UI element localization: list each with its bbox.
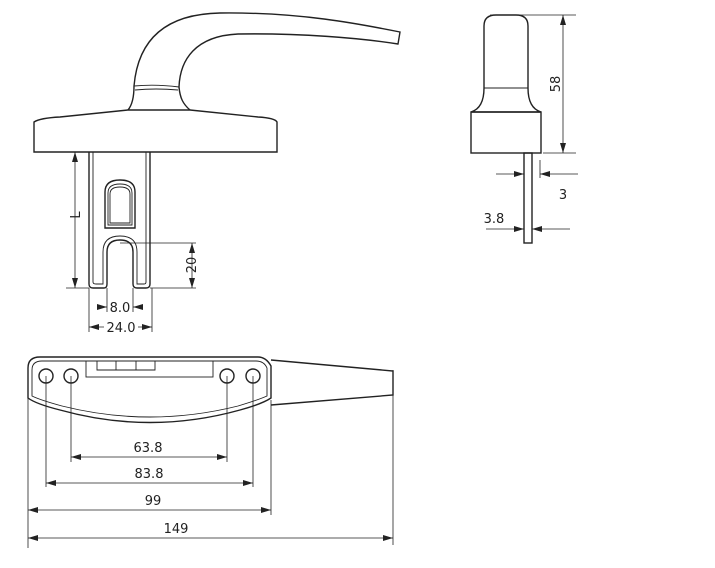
collar-flare	[470, 87, 542, 113]
handle-cap	[483, 14, 529, 88]
tab-segments	[96, 361, 156, 371]
keyhole-inner	[107, 183, 133, 226]
dim-label-slot-depth: 20	[185, 257, 200, 274]
dim-label-slot-width: 8.0	[110, 301, 131, 316]
dim-label-total-length: 149	[164, 522, 189, 537]
tab-plate	[85, 360, 214, 378]
front-view: L 20 8.0 24.0	[33, 12, 401, 336]
dim-label-length: L	[69, 211, 84, 219]
dim-label-outer-holes: 83.8	[135, 467, 164, 482]
spindle-outer	[88, 152, 151, 289]
collar-line	[133, 84, 180, 91]
base-body	[470, 111, 542, 154]
dim-label-base-length: 99	[145, 494, 162, 509]
base-outline	[27, 356, 272, 424]
base-plate	[33, 109, 278, 153]
base-inner-outline	[31, 360, 268, 418]
dim-label-height: 58	[549, 76, 564, 93]
side-view: 58 3 3.8	[470, 14, 578, 244]
keyhole-outer	[104, 179, 136, 229]
lever-outline	[127, 12, 401, 111]
dim-label-spindle: 3	[559, 188, 567, 203]
spindle-pin	[523, 152, 533, 244]
dim-label-spindle-width: 24.0	[107, 321, 136, 336]
dim-label-inner-holes: 63.8	[134, 441, 163, 456]
dim-label-pin: 3.8	[484, 212, 505, 227]
top-view: 63.8 83.8 99 149	[27, 356, 394, 548]
spindle-inner	[92, 152, 147, 285]
lever-top	[270, 359, 394, 406]
